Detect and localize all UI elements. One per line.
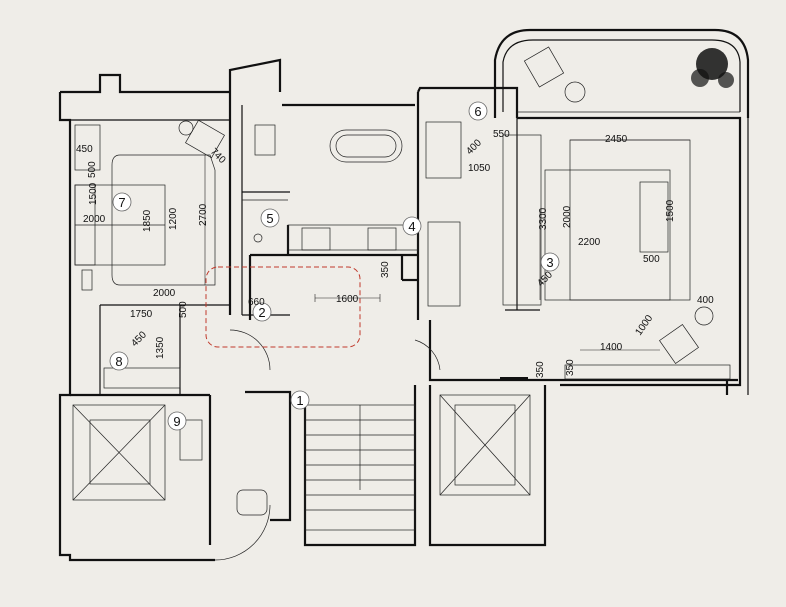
room-number-3: 3: [546, 255, 553, 270]
room-marker-8: [109, 351, 129, 371]
elevator-icon: [439, 394, 531, 496]
exterior-walls: [58, 28, 750, 562]
dimension-label: 1400: [600, 342, 623, 353]
dimension-label: 1200: [168, 207, 179, 230]
dimension-label: 3300: [538, 207, 549, 230]
dimension-label: 1350: [155, 336, 166, 359]
dimension-label: 500: [643, 254, 660, 265]
dimension-label: 660: [248, 297, 265, 308]
room-number-2: 2: [258, 305, 265, 320]
dimension-label: 2200: [578, 237, 601, 248]
room-marker-2: [252, 302, 272, 322]
dimension-label: 1600: [336, 294, 359, 305]
room-marker-6: [468, 101, 488, 121]
room-number-8: 8: [115, 354, 122, 369]
dimension-label: 350: [535, 361, 546, 378]
dimension-label: 500: [178, 301, 189, 318]
bedroom-7: [74, 119, 225, 291]
dimension-label: 2700: [198, 203, 209, 226]
dimension-label: 2000: [562, 205, 573, 228]
room-number-4: 4: [408, 219, 415, 234]
dimension-label: 450: [76, 144, 93, 155]
room-marker-1: [290, 390, 310, 410]
balcony: [523, 46, 734, 103]
room-number-1: 1: [296, 393, 303, 408]
dimension-label: 400: [464, 137, 484, 157]
bathtub-icon: [329, 129, 403, 163]
elevator-icon: [72, 404, 166, 501]
dimension-label: 450: [129, 329, 149, 349]
room-marker-4: [402, 216, 422, 236]
door-swing-icon: [214, 329, 441, 561]
bathroom: [242, 124, 419, 251]
highlight-zone: [205, 266, 361, 348]
dimension-label: 1850: [142, 209, 153, 232]
armchair-icon: [178, 119, 225, 159]
master-bedroom-3: [544, 139, 731, 380]
room-marker-3: [540, 252, 560, 272]
armchair-icon: [659, 324, 699, 364]
dimension-label: 1750: [130, 309, 153, 320]
armchair-icon: [523, 46, 565, 88]
room-number-9: 9: [173, 414, 180, 429]
dimension-label: 1500: [88, 182, 99, 205]
bed-icon: [544, 169, 671, 301]
dimension-label: 500: [87, 161, 98, 178]
dimension-label: 740: [208, 146, 228, 166]
dimension-label: 2000: [153, 288, 176, 299]
dimension-label: 1000: [633, 313, 655, 338]
utility-area: [72, 367, 268, 516]
plant-icon: [691, 48, 734, 88]
toilet-icon: [254, 124, 276, 156]
dimension-label: 1500: [665, 199, 676, 222]
interior-walls: [70, 118, 540, 396]
room-number-6: 6: [474, 104, 481, 119]
dimension-label: 1050: [468, 163, 491, 174]
room-marker-7: [112, 192, 132, 212]
dimension-label: 450: [535, 269, 555, 289]
dimension-label: 350: [565, 359, 576, 376]
room-marker-9: [167, 411, 187, 431]
dimension-label: 400: [697, 295, 714, 306]
dimension-lines: [204, 139, 690, 351]
stair-icon: [304, 404, 416, 531]
dimension-label: 350: [380, 261, 391, 278]
room-number-7: 7: [118, 195, 125, 210]
toilet-icon: [236, 489, 268, 516]
wardrobes: [425, 121, 669, 307]
dimension-label: 550: [493, 129, 510, 140]
room-marker-5: [260, 208, 280, 228]
dimension-label: 2450: [605, 134, 628, 145]
room-number-5: 5: [266, 211, 273, 226]
sink-icon: [301, 227, 331, 251]
dimension-label: 2000: [83, 214, 106, 225]
